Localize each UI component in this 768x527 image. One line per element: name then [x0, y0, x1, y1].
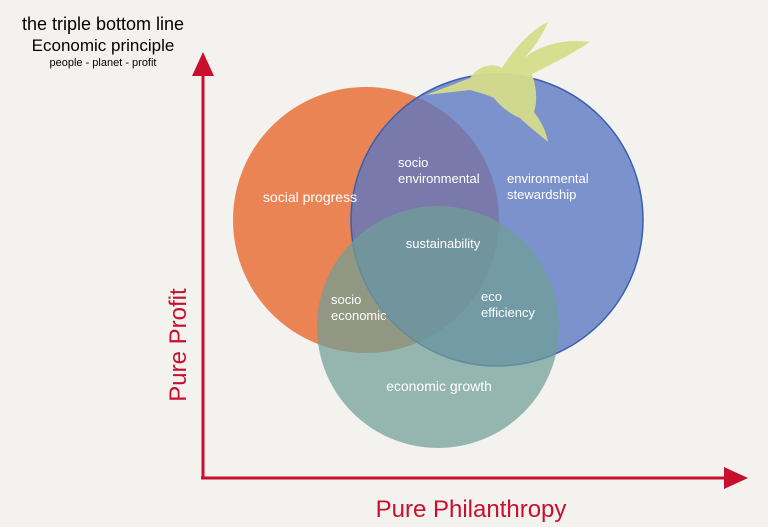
hummingbird-icon	[426, 22, 590, 142]
y-axis-label: Pure Profit	[165, 288, 192, 402]
y-axis-arrow-icon	[192, 52, 214, 76]
environmental-label-line2: stewardship	[507, 187, 576, 202]
sustainability-label: sustainability	[406, 236, 481, 251]
diagram-tagline: people - planet - profit	[49, 57, 157, 69]
x-axis-label: Pure Philanthropy	[376, 496, 567, 523]
socio-economic-label-line1: socio	[331, 292, 361, 307]
eco-efficiency-label-line1: eco	[481, 289, 502, 304]
x-axis-arrow-icon	[724, 467, 748, 489]
venn-circles	[233, 73, 644, 448]
economic-growth-label: economic growth	[386, 378, 492, 394]
title-block: the triple bottom line Economic principl…	[0, 14, 206, 71]
eco-efficiency-label-line2: efficiency	[481, 305, 535, 320]
diagram-subtitle: Economic principle	[31, 36, 175, 55]
socio-economic-label-line2: economic	[331, 308, 387, 323]
socio-environmental-label-line2: environmental	[398, 171, 480, 186]
social-progress-label: social progress	[263, 189, 357, 205]
economic-circle	[317, 206, 559, 448]
socio-environmental-label-line1: socio	[398, 155, 428, 170]
environmental-label-line1: environmental	[507, 171, 589, 186]
axes	[192, 52, 748, 489]
hummingbird-body	[426, 22, 590, 142]
diagram-title: the triple bottom line	[21, 14, 185, 34]
